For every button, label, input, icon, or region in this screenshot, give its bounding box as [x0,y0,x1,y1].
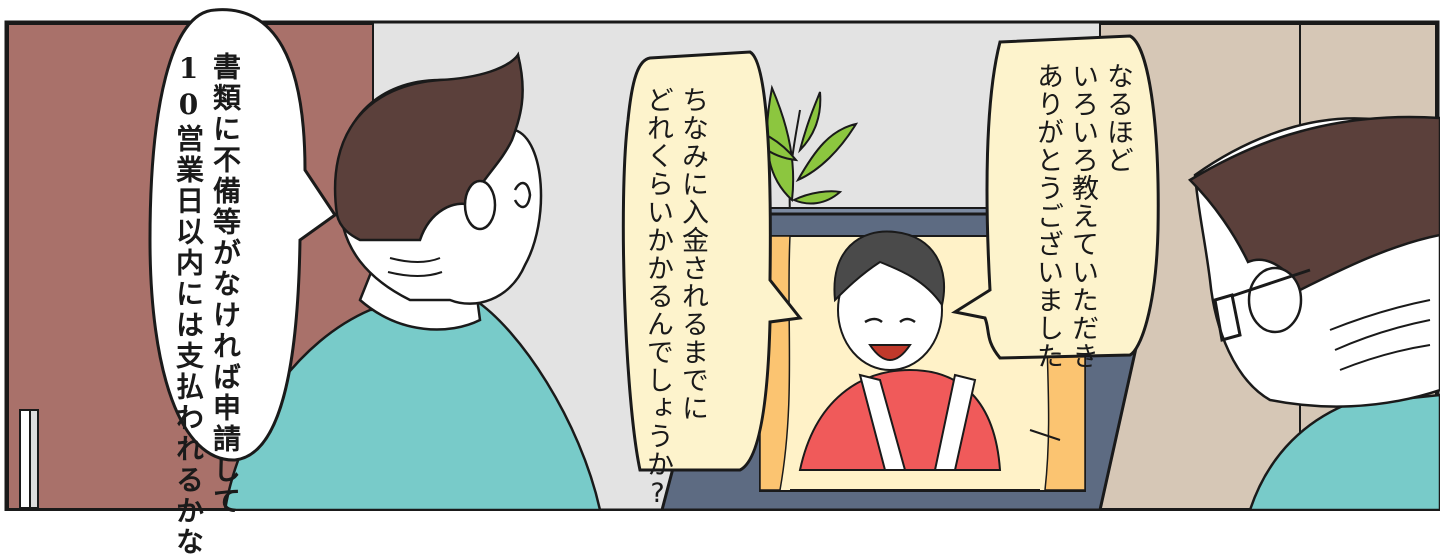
speech-line: なるほど [1102,62,1133,174]
left-man [223,51,602,511]
speech-line: どれくらいかかるんでしょうか? [642,86,673,510]
glasses-icon [1213,268,1311,342]
speech-line: ちなみに入金されるまでに [677,86,708,422]
comic-panel [4,8,1440,511]
speech-bubble-right [951,34,1160,360]
speech-bubble-middle [621,50,803,472]
right-man [1187,115,1440,511]
speech-line: 10営業日以内には支払われるかな [172,52,205,558]
speech-text-right: なるほど いろいろ教えていただき ありがとうございました [1030,62,1135,370]
speech-text-left: 書類に不備等がなければ申請して 10営業日以内には支払われるかな [170,52,244,558]
speech-line: いろいろ教えていただき [1067,62,1098,370]
speech-line: 書類に不備等がなければ申請して [209,52,242,517]
speech-line: ありがとうございました [1032,62,1063,370]
speech-bubble-left [148,8,338,462]
speech-text-middle: ちなみに入金されるまでに どれくらいかかるんでしょうか? [640,86,710,510]
